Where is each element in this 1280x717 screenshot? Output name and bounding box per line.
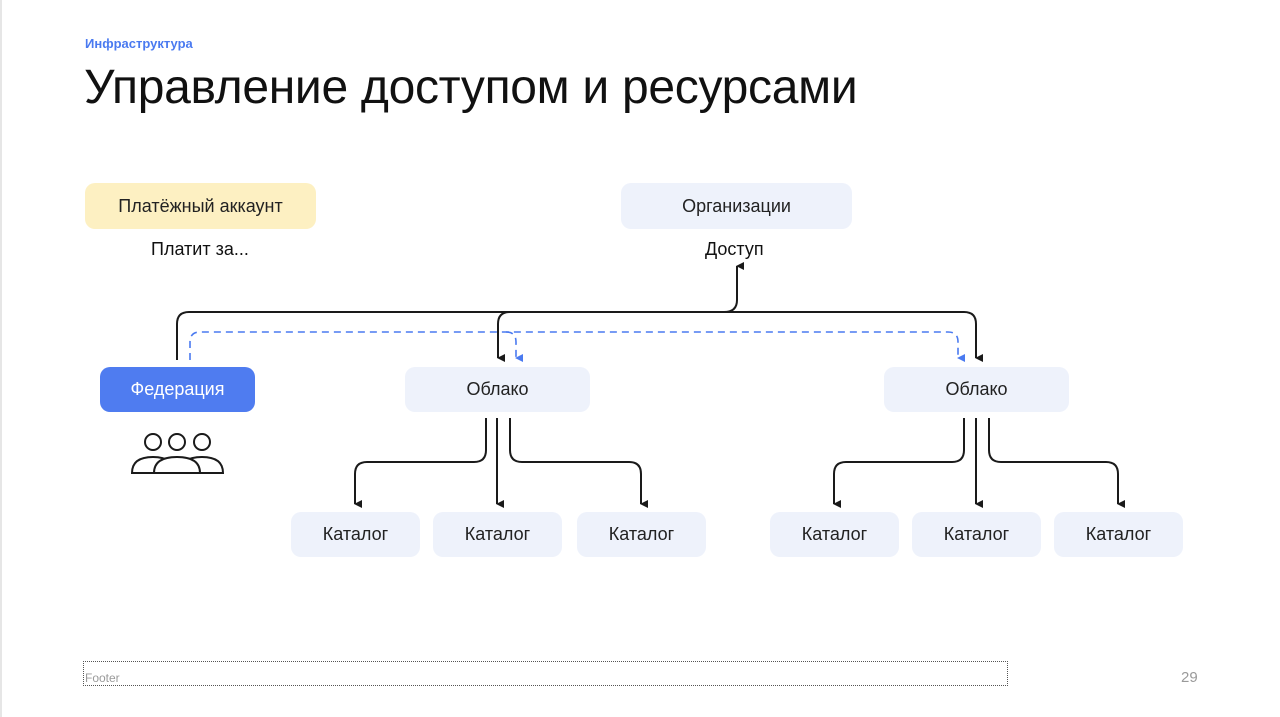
cloud-label-2: Облако <box>945 379 1008 399</box>
federation-dashed-line <box>189 331 965 362</box>
cloud-node-2: Облако <box>884 367 1069 412</box>
slide-left-edge <box>0 0 2 717</box>
cloud-node-1: Облако <box>405 367 590 412</box>
organizations-label: Организации <box>682 195 791 216</box>
federation-label: Федерация <box>130 379 225 399</box>
catalog-label: Каталог <box>801 524 868 544</box>
section-kicker: Инфраструктура <box>85 36 193 51</box>
catalog-node-1: Каталог <box>291 512 420 557</box>
billing-account-label: Платёжный аккаунт <box>118 195 283 216</box>
catalog-label: Каталог <box>943 524 1010 544</box>
catalog-node-2: Каталог <box>433 512 562 557</box>
dashed-branch-cloud-1 <box>505 331 523 362</box>
catalog-node-4: Каталог <box>770 512 899 557</box>
footer-placeholder[interactable]: Footer <box>83 661 1008 686</box>
cloud-label-1: Облако <box>466 379 529 399</box>
catalog-label: Каталог <box>1085 524 1152 544</box>
federation-node: Федерация <box>100 367 255 412</box>
branch-to-cloud-1 <box>497 311 511 362</box>
users-group-icon <box>130 433 225 474</box>
footer-text: Footer <box>85 671 120 685</box>
federation-to-clouds-line <box>176 311 983 362</box>
cloud-2-to-catalog-4 <box>833 418 965 508</box>
catalog-label: Каталог <box>322 524 389 544</box>
cloud-1-to-catalog-3 <box>509 418 648 508</box>
catalog-node-6: Каталог <box>1054 512 1183 557</box>
billing-account-node: Платёжный аккаунт <box>85 183 316 229</box>
access-caption: Доступ <box>705 239 764 259</box>
catalog-label: Каталог <box>608 524 675 544</box>
access-arrow <box>723 262 744 313</box>
slide-title: Управление доступом и ресурсами <box>84 61 858 114</box>
cloud-2-to-catalog-6 <box>988 418 1125 508</box>
catalog-label: Каталог <box>464 524 531 544</box>
billing-caption: Платит за... <box>151 239 249 259</box>
catalog-node-5: Каталог <box>912 512 1041 557</box>
catalog-node-3: Каталог <box>577 512 706 557</box>
cloud-1-to-catalog-1 <box>354 418 487 508</box>
organizations-node: Организации <box>621 183 852 229</box>
page-number: 29 <box>1181 669 1198 686</box>
